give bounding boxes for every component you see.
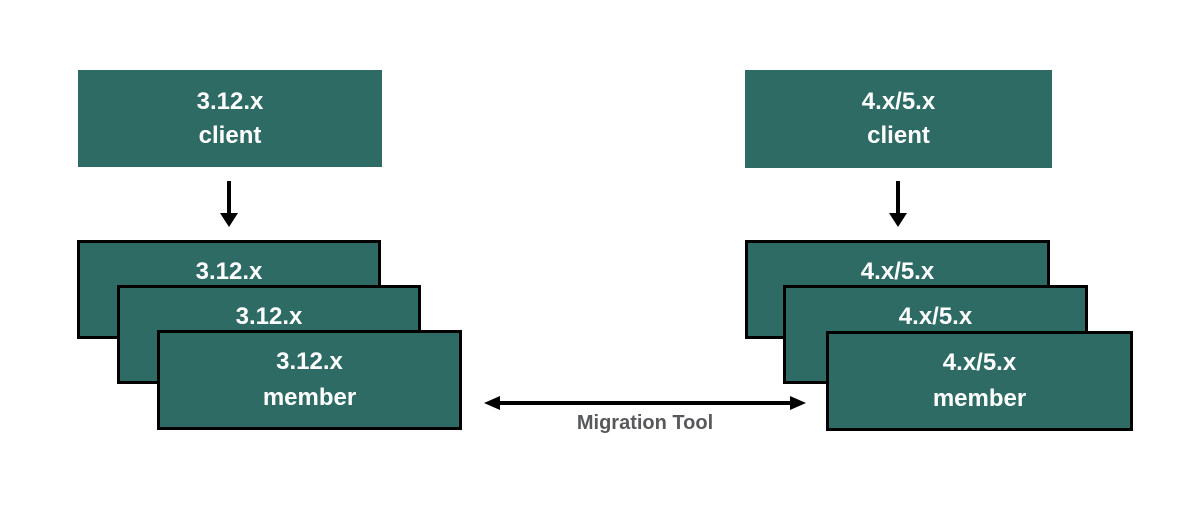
right-down-arrowhead-icon bbox=[889, 213, 907, 227]
member-version-label: 3.12.x bbox=[235, 302, 303, 330]
client-version-label: 3.12.x bbox=[196, 87, 264, 115]
double-arrow-icon bbox=[498, 401, 790, 405]
client-role-label: client bbox=[867, 122, 930, 149]
left-down-arrowhead-icon bbox=[220, 213, 238, 227]
left-member-box-front: 3.12.x member bbox=[157, 330, 462, 430]
member-version-label: 4.x/5.x bbox=[860, 257, 935, 285]
right-down-arrow-icon bbox=[896, 181, 900, 213]
member-version-label: 3.12.x bbox=[195, 257, 263, 285]
member-role-label: member bbox=[932, 385, 1027, 412]
double-arrow-left-head-icon bbox=[484, 396, 500, 410]
member-version-label: 4.x/5.x bbox=[942, 349, 1017, 376]
left-client-box: 3.12.x client bbox=[78, 70, 382, 167]
double-arrow-right-head-icon bbox=[790, 396, 806, 410]
member-role-label: member bbox=[262, 384, 357, 411]
left-down-arrow-icon bbox=[227, 181, 231, 213]
member-version-label: 4.x/5.x bbox=[898, 302, 973, 330]
client-role-label: client bbox=[198, 121, 262, 149]
right-client-box: 4.x/5.x client bbox=[745, 70, 1052, 168]
client-version-label: 4.x/5.x bbox=[861, 88, 936, 115]
migration-tool-label: Migration Tool bbox=[576, 412, 714, 434]
member-version-label: 3.12.x bbox=[276, 348, 343, 375]
right-member-box-front: 4.x/5.x member bbox=[826, 331, 1133, 431]
